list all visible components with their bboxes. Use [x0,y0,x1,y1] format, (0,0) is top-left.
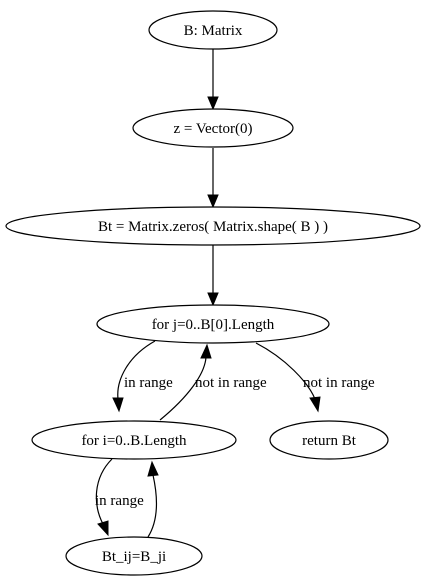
node-loop-i: for i=0..B.Length [31,420,237,460]
edge-label-in-range: in range [124,375,173,391]
node-label: B: Matrix [184,23,243,39]
arrowhead-icon [200,343,212,359]
node-label: for j=0..B[0].Length [152,317,275,333]
arrowhead-icon [112,397,124,413]
edge-loop-j-to-return: not in range [255,342,375,413]
arrowhead-icon [207,292,219,307]
edge-init-bt-to-loop-j [207,245,219,307]
node-init-bt: Bt = Matrix.zeros( Matrix.shape( B ) ) [5,206,421,246]
node-init-z: z = Vector(0) [132,108,294,148]
edge-input-to-init-z [207,49,219,111]
arrowhead-icon [207,96,219,111]
edge-label-not-in-range: not in range [195,375,267,391]
node-label: for i=0..B.Length [81,433,187,449]
arrowhead-icon [207,194,219,209]
arrowhead-icon [309,396,321,413]
node-assign: Bt_ij=B_ji [65,536,203,576]
edge-loop-j-to-loop-i: in range [112,340,173,413]
node-loop-j: for j=0..B[0].Length [96,304,330,344]
edge-assign-to-loop-i [147,460,159,538]
node-input-b: B: Matrix [148,10,278,50]
node-label: Bt = Matrix.zeros( Matrix.shape( B ) ) [98,219,328,235]
arrowhead-icon [147,460,159,477]
node-label: return Bt [302,433,357,449]
node-label: z = Vector(0) [174,121,253,137]
node-return-bt: return Bt [269,420,389,460]
edge-loop-i-to-assign: in range [95,458,144,537]
edge-label-in-range: in range [95,493,144,509]
edge-label-not-in-range: not in range [303,375,375,391]
arrowhead-icon [97,520,109,537]
edge-init-z-to-init-bt [207,148,219,209]
node-label: Bt_ij=B_ji [102,549,166,565]
edge-loop-i-to-loop-j: not in range [159,343,267,421]
